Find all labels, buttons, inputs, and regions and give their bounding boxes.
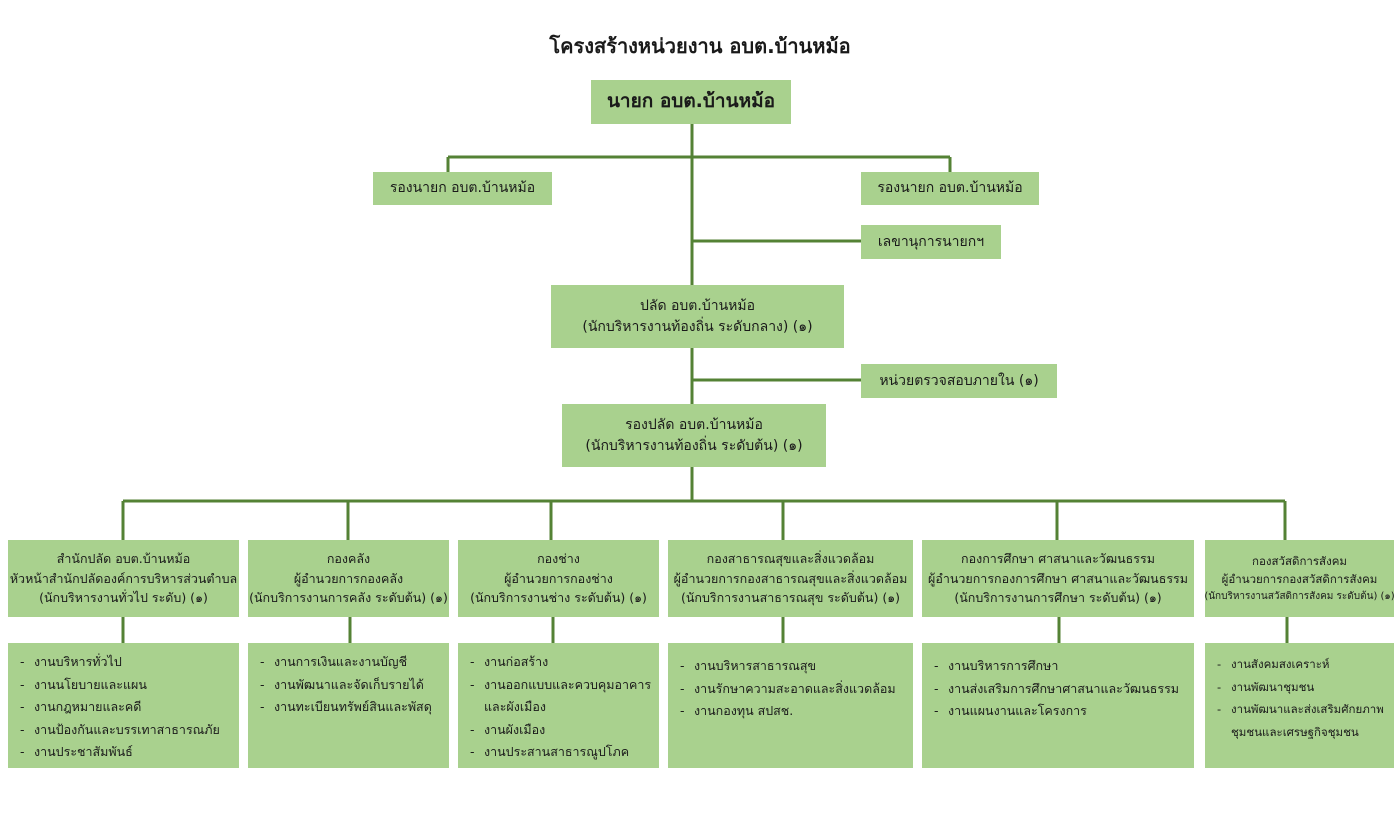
deputy-palad-title: รองปลัด อบต.บ้านหม้อ	[625, 417, 763, 434]
dept-header-2: กองช่าง ผู้อำนวยการกองช่าง (นักบริการงาน…	[458, 540, 659, 617]
dept-tasks-5: งานสังคมสงเคราะห์ งานพัฒนาชุมชน งานพัฒนา…	[1205, 643, 1394, 768]
dept-name: สำนักปลัด อบต.บ้านหม้อ	[56, 551, 191, 567]
dept-header-4: กองการศึกษา ศาสนาและวัฒนธรรม ผู้อำนวยการ…	[922, 540, 1194, 617]
mayor-box: นายก อบต.บ้านหม้อ	[591, 80, 791, 124]
secretary-box: เลขานุการนายกฯ	[861, 225, 1001, 259]
task-item: งานพัฒนาและส่งเสริมศักยภาพ	[1215, 698, 1388, 721]
task-item-continuation: ชุมชนและเศรษฐกิจชุมชน	[1231, 724, 1359, 739]
task-item: งานบริหารการศึกษา	[932, 655, 1188, 678]
deputy-palad-box: รองปลัด อบต.บ้านหม้อ (นักบริหารงานท้องถิ…	[562, 404, 826, 467]
dept-head: ผู้อำนวยการกองสวัสดิการสังคม	[1221, 571, 1378, 586]
dept-rank: (นักบริการงานการศึกษา ระดับต้น) (๑)	[954, 590, 1162, 606]
dept-rank: (นักบริการงานการคลัง ระดับต้น) (๑)	[249, 590, 448, 606]
vice-mayor-right-box: รองนายก อบต.บ้านหม้อ	[861, 172, 1039, 205]
dept-head: ผู้อำนวยการกองการศึกษา ศาสนาและวัฒนธรรม	[928, 570, 1188, 586]
dept-header-1: กองคลัง ผู้อำนวยการกองคลัง (นักบริการงาน…	[248, 540, 449, 617]
dept-rank: (นักบริการงานสาธารณสุข ระดับต้น) (๑)	[680, 590, 901, 606]
dept-name: กองสวัสดิการสังคม	[1252, 553, 1347, 568]
secretary-label: เลขานุการนายกฯ	[877, 233, 985, 250]
task-item: งานออกแบบและควบคุมอาคาร	[468, 674, 653, 697]
task-item: งานส่งเสริมการศึกษาศาสนาและวัฒนธรรม	[932, 678, 1188, 701]
task-item: งานประสานสาธารณูปโภค	[468, 741, 653, 764]
dept-tasks-2: งานก่อสร้าง งานออกแบบและควบคุมอาคาร และผ…	[458, 643, 659, 768]
task-item: งานแผนงานและโครงการ	[932, 700, 1188, 723]
dept-rank: (นักบริการงานช่าง ระดับต้น) (๑)	[470, 590, 647, 606]
dept-head: หัวหน้าสำนักปลัดองค์การบริหารส่วนตำบล	[9, 570, 238, 586]
task-item: งานผังเมือง	[468, 719, 653, 742]
dept-rank: (นักบริหารงานทั่วไป ระดับ) (๑)	[39, 590, 208, 606]
dept-name: กองคลัง	[326, 551, 371, 567]
task-item: งานพัฒนาชุมชน	[1215, 676, 1388, 699]
dept-name: กองการศึกษา ศาสนาและวัฒนธรรม	[961, 551, 1155, 567]
task-item: งานกฎหมายและคดี	[18, 696, 233, 719]
audit-box: หน่วยตรวจสอบภายใน (๑)	[861, 364, 1057, 398]
vice-mayor-left-box: รองนายก อบต.บ้านหม้อ	[373, 172, 552, 205]
task-item: งานกองทุน สปสช.	[678, 700, 907, 723]
mayor-label: นายก อบต.บ้านหม้อ	[606, 90, 776, 113]
task-item: งานการเงินและงานบัญชี	[258, 651, 443, 674]
task-item: งานบริหารทั่วไป	[18, 651, 233, 674]
dept-tasks-1: งานการเงินและงานบัญชี งานพัฒนาและจัดเก็บ…	[248, 643, 449, 768]
dept-head: ผู้อำนวยการกองคลัง	[293, 570, 404, 586]
palad-title: ปลัด อบต.บ้านหม้อ	[639, 298, 756, 315]
vice-mayor-right-label: รองนายก อบต.บ้านหม้อ	[877, 180, 1023, 197]
task-item: งานพัฒนาและจัดเก็บรายได้	[258, 674, 443, 697]
deputy-palad-rank: (นักบริหารงานท้องถิ่น ระดับต้น) (๑)	[585, 437, 803, 454]
task-item: งานป้องกันและบรรเทาสาธารณภัย	[18, 719, 233, 742]
palad-rank: (นักบริหารงานท้องถิ่น ระดับกลาง) (๑)	[582, 318, 813, 335]
audit-label: หน่วยตรวจสอบภายใน (๑)	[879, 372, 1039, 389]
dept-header-3: กองสาธารณสุขและสิ่งแวดล้อม ผู้อำนวยการกอ…	[668, 540, 913, 617]
page-title: โครงสร้างหน่วยงาน อบต.บ้านหม้อ	[549, 34, 851, 58]
vice-mayor-left-label: รองนายก อบต.บ้านหม้อ	[389, 180, 536, 197]
task-item: งานทะเบียนทรัพย์สินและพัสดุ	[258, 696, 443, 719]
task-item: งานสังคมสงเคราะห์	[1215, 653, 1388, 676]
task-item: งานรักษาความสะอาดและสิ่งแวดล้อม	[678, 678, 907, 701]
task-item: งานประชาสัมพันธ์	[18, 741, 233, 764]
dept-name: กองสาธารณสุขและสิ่งแวดล้อม	[706, 551, 875, 567]
palad-box: ปลัด อบต.บ้านหม้อ (นักบริหารงานท้องถิ่น …	[551, 285, 844, 348]
dept-rank: (นักบริหารงานสวัสดิการสังคม ระดับต้น) (๑…	[1204, 590, 1395, 602]
dept-tasks-3: งานบริหารสาธารณสุข งานรักษาความสะอาดและส…	[668, 643, 913, 768]
dept-tasks-0: งานบริหารทั่วไป งานนโยบายและแผน งานกฎหมา…	[8, 643, 239, 768]
dept-head: ผู้อำนวยการกองสาธารณสุขและสิ่งแวดล้อม	[673, 570, 908, 586]
task-item: งานนโยบายและแผน	[18, 674, 233, 697]
task-item: งานบริหารสาธารณสุข	[678, 655, 907, 678]
dept-tasks-4: งานบริหารการศึกษา งานส่งเสริมการศึกษาศาส…	[922, 643, 1194, 768]
task-item: งานก่อสร้าง	[468, 651, 653, 674]
task-item-continuation: และผังเมือง	[484, 699, 546, 714]
dept-name: กองช่าง	[537, 551, 580, 567]
dept-head: ผู้อำนวยการกองช่าง	[504, 570, 613, 586]
dept-header-0: สำนักปลัด อบต.บ้านหม้อ หัวหน้าสำนักปลัดอ…	[8, 540, 239, 617]
dept-header-5: กองสวัสดิการสังคม ผู้อำนวยการกองสวัสดิกา…	[1204, 540, 1395, 617]
